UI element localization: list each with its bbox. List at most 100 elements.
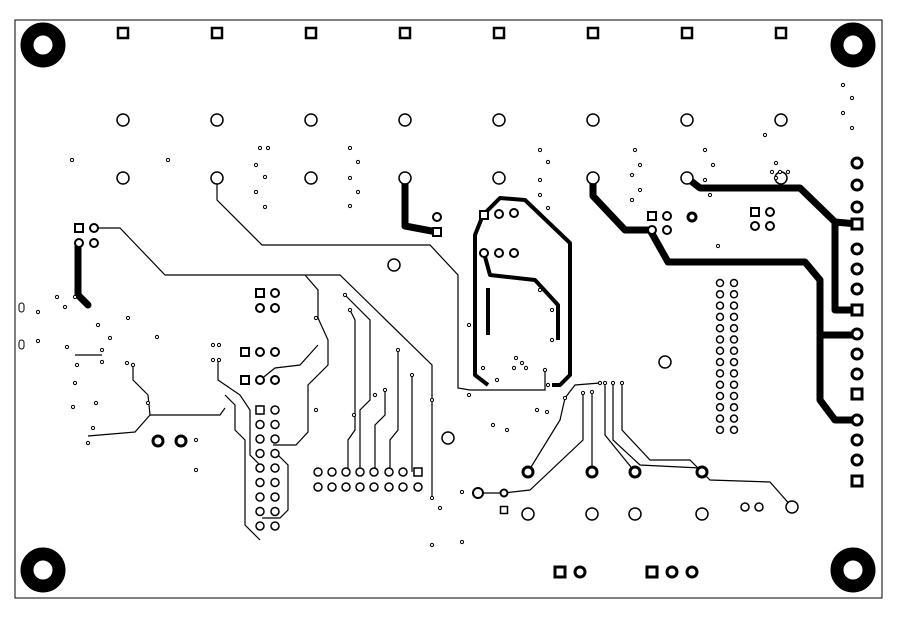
round-pad [729, 369, 739, 378]
via [107, 335, 113, 341]
square-pad [413, 467, 423, 477]
via [840, 82, 846, 88]
via [253, 162, 259, 168]
via [637, 162, 643, 168]
round-pad [850, 262, 864, 276]
trace [564, 382, 601, 399]
round-pad [715, 425, 725, 435]
round-pad [398, 113, 412, 127]
via [382, 387, 388, 393]
round-pad [174, 434, 188, 448]
round-pad [270, 303, 280, 313]
trace [473, 214, 490, 387]
round-pad [494, 248, 504, 258]
via [72, 380, 78, 386]
via [64, 344, 70, 350]
round-pad [255, 521, 265, 531]
round-pad [341, 482, 351, 492]
via [562, 395, 568, 401]
round-pad [499, 488, 509, 498]
mounting-holes [20, 22, 876, 593]
signal-traces-medium [473, 196, 572, 387]
via [849, 125, 855, 131]
round-pad [850, 178, 864, 192]
round-pad [255, 477, 265, 488]
via [580, 390, 586, 396]
round-pad [313, 467, 323, 477]
board-outline [14, 19, 883, 599]
round-pad [441, 431, 455, 445]
via [313, 407, 319, 413]
via [313, 315, 319, 321]
via [537, 287, 543, 293]
via [165, 157, 171, 163]
round-pad [850, 156, 864, 170]
via [537, 177, 543, 183]
round-pad [628, 507, 642, 521]
via [210, 342, 216, 348]
round-pad [715, 380, 725, 389]
round-pad [729, 357, 739, 367]
square-pad [774, 26, 788, 40]
round-pad [729, 278, 739, 288]
via [537, 192, 543, 198]
square-pad [210, 26, 224, 40]
round-pad [398, 467, 408, 477]
via [216, 342, 222, 348]
square-pad [492, 26, 506, 40]
round-pad [270, 419, 280, 430]
via [597, 380, 603, 386]
round-pad [647, 225, 657, 235]
round-pad [521, 507, 535, 521]
round-pad [850, 327, 864, 341]
square-pad [680, 26, 694, 40]
via [637, 187, 643, 193]
trace [273, 274, 329, 446]
round-pad [270, 448, 280, 459]
mounting-hole [20, 547, 66, 593]
round-pad [398, 171, 412, 185]
via [74, 362, 80, 368]
round-pad [313, 482, 323, 492]
via [490, 422, 496, 428]
round-pad [255, 506, 265, 517]
trace [93, 227, 433, 498]
via [99, 359, 105, 365]
round-pad [492, 171, 506, 185]
round-pad [715, 403, 725, 412]
round-pad [680, 113, 694, 127]
via [545, 159, 551, 165]
round-pad [255, 448, 265, 459]
round-pad [585, 465, 599, 479]
trace [831, 218, 861, 314]
round-pad [662, 211, 672, 221]
via [355, 159, 361, 165]
round-pad [715, 357, 725, 367]
round-pad [270, 375, 280, 385]
square-pad [553, 565, 567, 579]
round-pad [754, 502, 764, 512]
round-pad [369, 482, 379, 492]
via [773, 175, 779, 181]
via [85, 440, 91, 446]
trace [589, 174, 861, 424]
via [769, 169, 775, 175]
round-pad [586, 113, 600, 127]
via [542, 367, 548, 373]
trace [216, 178, 546, 391]
slot-pad [18, 302, 25, 313]
round-pad [384, 467, 394, 477]
square-pad [255, 288, 265, 298]
square-pad [850, 387, 864, 401]
round-pad [715, 391, 725, 401]
round-pad [255, 434, 265, 444]
round-pad [774, 113, 788, 127]
via [534, 407, 540, 413]
square-pad [116, 26, 130, 40]
via [702, 147, 708, 153]
round-pad [686, 211, 698, 223]
round-pad [765, 221, 775, 231]
round-pad [255, 347, 265, 357]
via [702, 177, 708, 183]
